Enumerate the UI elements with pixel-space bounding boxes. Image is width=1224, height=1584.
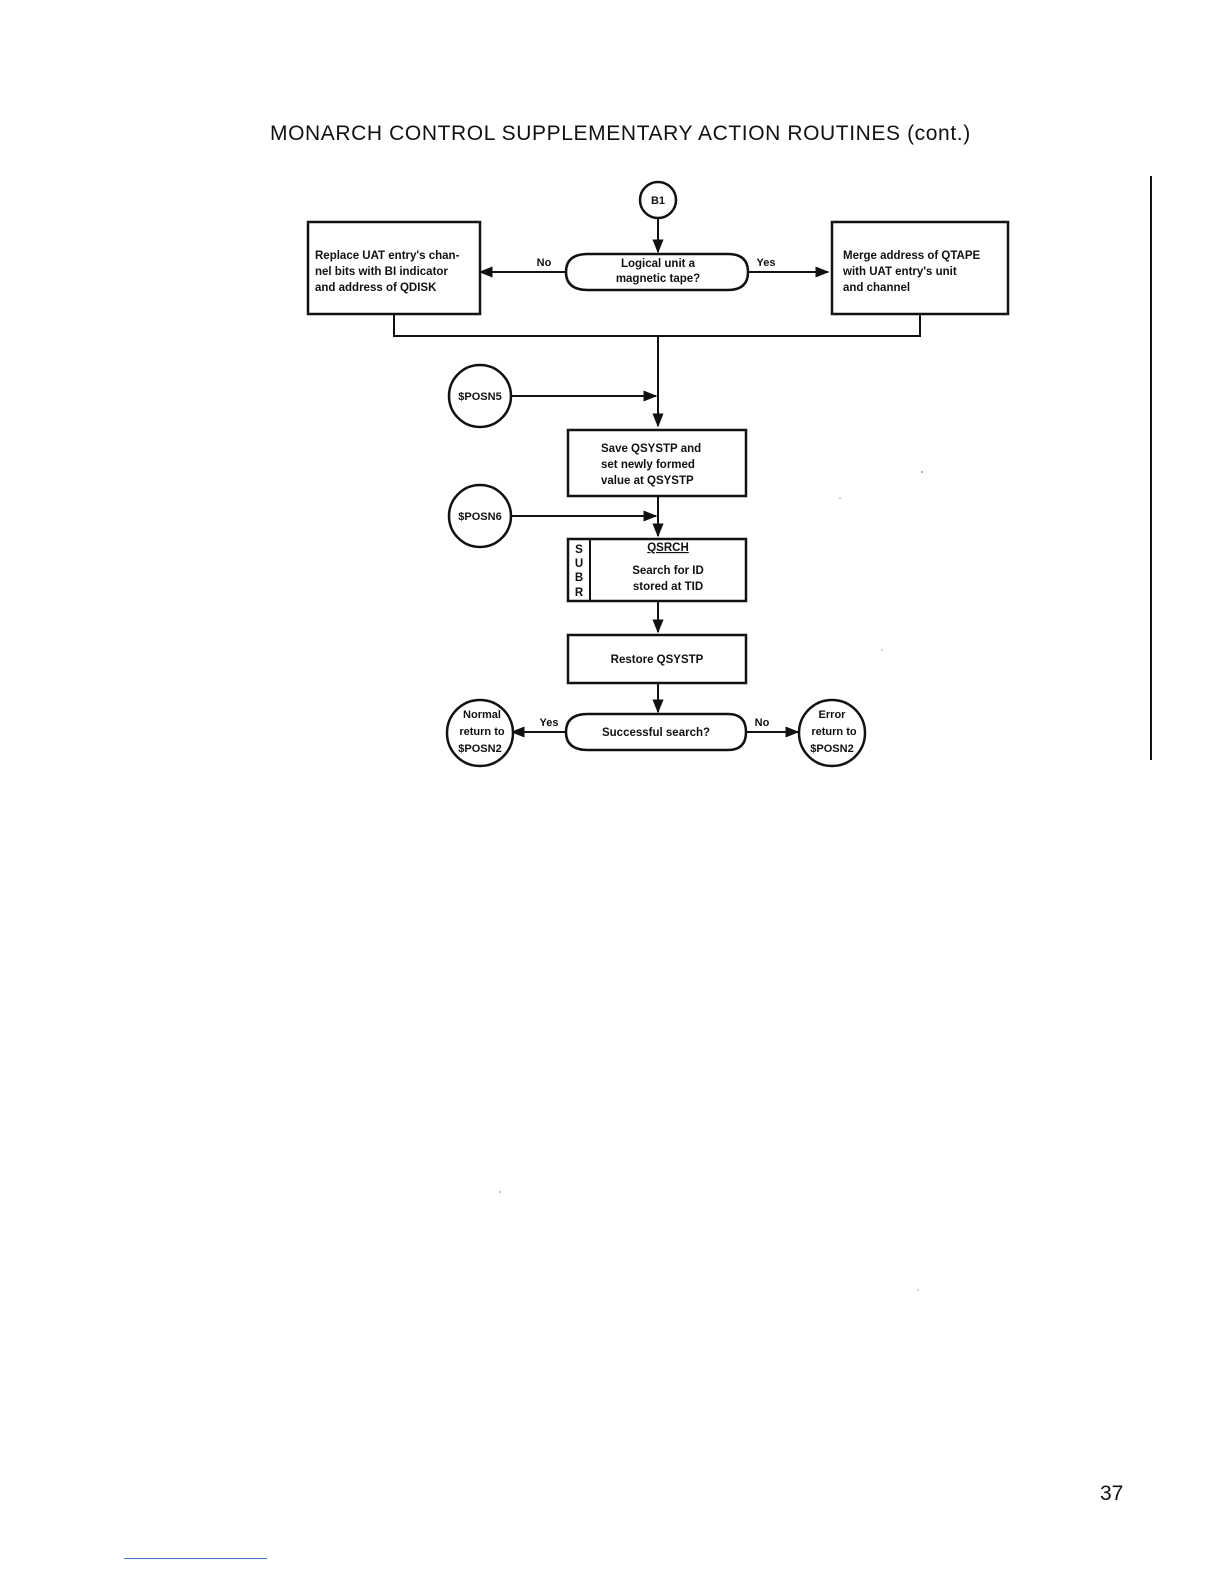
connector-posn6-label: $POSN6 (458, 511, 501, 523)
replace-box-line2: nel bits with BI indicator (315, 266, 448, 278)
error-return-line3: $POSN2 (810, 743, 853, 755)
replace-box-line3: and address of QDISK (315, 282, 437, 294)
merge-box-line2: with UAT entry's unit (842, 266, 957, 278)
normal-return-line3: $POSN2 (458, 743, 501, 755)
normal-return-connector: Normal return to $POSN2 (445, 698, 515, 768)
merge-qtape-box: Merge address of QTAPE with UAT entry's … (830, 220, 1010, 316)
connector-posn5: $POSN5 (447, 363, 513, 429)
decision-search: Successful search? (564, 712, 748, 752)
scan-speck (839, 497, 841, 499)
save-box-line2: set newly formed (601, 459, 695, 471)
entry-connector-b1: B1 (638, 180, 678, 220)
scan-speck (499, 1191, 501, 1193)
restore-box-line1: Restore QSYSTP (611, 654, 704, 666)
page-title: MONARCH CONTROL SUPPLEMENTARY ACTION ROU… (270, 122, 971, 145)
subr-letter-u: U (575, 558, 583, 570)
scan-speck (917, 1289, 919, 1291)
replace-box-line1: Replace UAT entry's chan- (315, 250, 460, 262)
decision-magtape: Logical unit a magnetic tape? (564, 252, 750, 292)
decision-magtape-line2: magnetic tape? (616, 273, 700, 285)
footer-rule (124, 1558, 267, 1559)
normal-return-line2: return to (459, 726, 505, 738)
restore-qsystp-box: Restore QSYSTP (566, 633, 748, 685)
join-line (393, 314, 921, 337)
yes-label-top: Yes (757, 257, 776, 269)
subr-name: QSRCH (647, 542, 689, 554)
normal-return-line1: Normal (463, 709, 501, 721)
subroutine-qsrch-box: S U B R QSRCH Search for ID stored at TI… (566, 537, 748, 603)
decision-search-line1: Successful search? (602, 727, 710, 739)
merge-box-line3: and channel (843, 282, 910, 294)
replace-uat-box: Replace UAT entry's chan- nel bits with … (306, 220, 482, 316)
merge-box-line1: Merge address of QTAPE (843, 250, 981, 262)
subr-letter-b: B (575, 572, 583, 584)
entry-connector-label: B1 (651, 195, 665, 207)
subr-letter-r: R (575, 587, 584, 599)
connector-posn5-label: $POSN5 (458, 391, 501, 403)
error-return-line1: Error (819, 709, 847, 721)
save-box-line1: Save QSYSTP and (601, 443, 701, 455)
revision-bar (1150, 176, 1152, 760)
subr-line1: Search for ID (632, 565, 704, 577)
subr-letter-s: S (575, 544, 583, 556)
save-qsystp-box: Save QSYSTP and set newly formed value a… (566, 428, 748, 498)
decision-magtape-line1: Logical unit a (621, 258, 696, 270)
page-number: 37 (1100, 1482, 1124, 1505)
scan-speck (881, 649, 883, 651)
error-return-line2: return to (811, 726, 857, 738)
yes-label-bottom: Yes (540, 717, 559, 729)
scan-speck (921, 471, 923, 473)
subr-line2: stored at TID (633, 581, 703, 593)
connector-posn6: $POSN6 (447, 483, 513, 549)
error-return-connector: Error return to $POSN2 (797, 698, 867, 768)
no-label-bottom: No (755, 717, 770, 729)
save-box-line3: value at QSYSTP (601, 475, 694, 487)
no-label-top: No (537, 257, 552, 269)
